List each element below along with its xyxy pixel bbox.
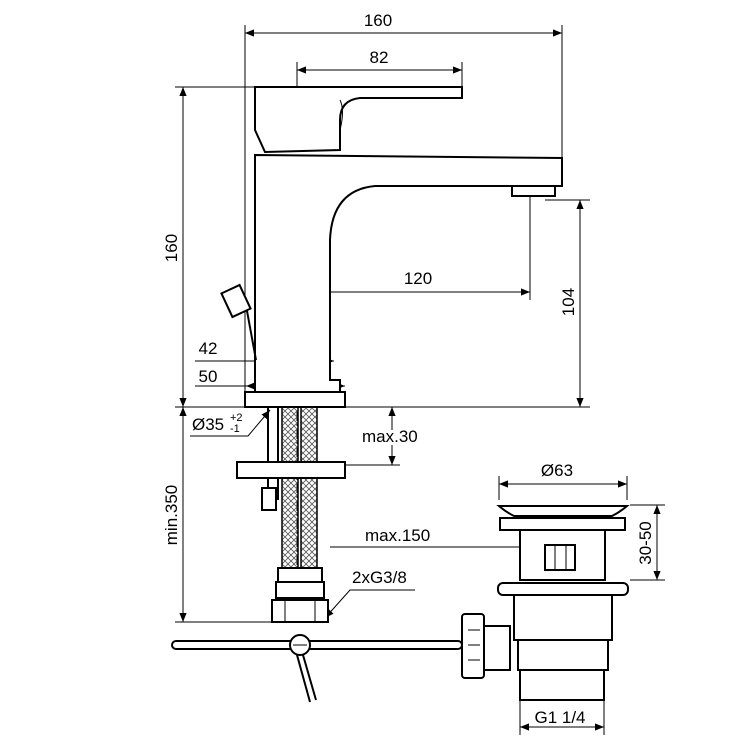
dim-lever-length: 82: [370, 48, 389, 67]
supply-hoses: [236, 406, 346, 623]
pop-up-rod: [171, 634, 463, 703]
dim-overall-height: 160: [162, 234, 181, 262]
pop-up-lever: [220, 283, 257, 361]
dim-hole-diameter: Ø35: [192, 415, 224, 434]
waste-valve: [461, 505, 630, 701]
dim-body-width: 42: [199, 339, 218, 358]
dim-max-rod: max.150: [365, 526, 430, 545]
dim-hole-tol-minus: -1: [230, 423, 240, 435]
dim-max-deck: max.30: [362, 427, 418, 446]
dim-waste-thread: G1 1/4: [534, 708, 585, 727]
dim-base-width: 50: [199, 367, 218, 386]
dim-waste-height: 30-50: [636, 521, 655, 564]
dim-spout-reach: 120: [404, 269, 432, 288]
dim-hose-thread: 2xG3/8: [352, 568, 407, 587]
dim-min-length: min.350: [162, 485, 181, 545]
faucet-body: [220, 86, 563, 408]
dim-spout-height: 104: [559, 288, 578, 316]
dim-waste-diameter: Ø63: [541, 461, 573, 480]
dim-overall-width: 160: [364, 11, 392, 30]
dim-hole-tol-plus: +2: [230, 412, 243, 424]
